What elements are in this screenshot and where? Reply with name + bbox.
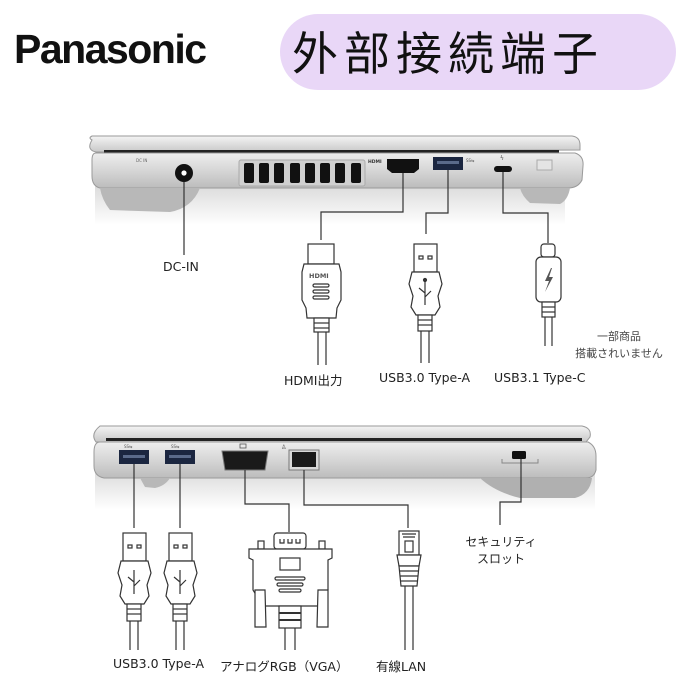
security-line-1: セキュリティ (465, 535, 537, 549)
hdmi-port-icon: HDMI (368, 159, 419, 173)
svg-text:DC IN: DC IN (136, 158, 147, 163)
title-pill (280, 14, 676, 90)
laptop-right-side (93, 425, 597, 510)
label-security-slot: セキュリティ スロット (456, 534, 546, 568)
note-line-1: 一部商品 (597, 330, 641, 343)
rj45-connector-icon (396, 530, 422, 650)
label-dc-in: DC-IN (163, 259, 199, 274)
svg-text:SS⇆: SS⇆ (466, 158, 475, 163)
hdmi-connector-icon: HDMI (301, 243, 342, 365)
security-line-2: スロット (476, 552, 525, 566)
usb-a-connector-icon (408, 243, 443, 363)
svg-text:HDMI: HDMI (309, 272, 329, 280)
svg-text:SS⇆: SS⇆ (124, 444, 133, 449)
air-vent-icon (238, 159, 366, 187)
note-line-2: 搭載されいません (575, 347, 663, 360)
leader-lines-top (183, 170, 549, 255)
laptop-left-side: DC IN (89, 135, 584, 225)
leader-lines-bottom (133, 459, 522, 532)
usb-a-port-2-icon: SS⇆ (165, 444, 195, 464)
note-usb-c: 一部商品 搭載されいません (560, 328, 678, 362)
vga-connector-icon (248, 532, 333, 650)
panasonic-logo: Panasonic (14, 26, 207, 72)
svg-text:HDMI: HDMI (368, 159, 382, 165)
svg-text:ϟ: ϟ (500, 155, 504, 162)
label-vga: アナログRGB（VGA） (220, 659, 349, 674)
usb-a-port-1-icon: SS⇆ (119, 444, 149, 464)
label-lan: 有線LAN (376, 659, 427, 674)
slot-cover-icon (536, 159, 553, 171)
usb-c-thunderbolt-connector-icon (535, 243, 562, 346)
security-slot-icon (501, 451, 539, 464)
dc-jack-icon (175, 164, 193, 182)
usb-a-connector-icon (163, 532, 198, 650)
label-usb-a-top: USB3.0 Type-A (379, 370, 471, 385)
usb-a-port-icon: SS⇆ (433, 157, 475, 170)
label-usb-c: USB3.1 Type-C (494, 370, 586, 385)
svg-text:♙: ♙ (281, 444, 286, 451)
svg-text:SS⇆: SS⇆ (171, 444, 180, 449)
label-usb-a-bottom: USB3.0 Type-A (113, 656, 205, 671)
vga-port-icon (221, 443, 269, 471)
usb-a-connector-icon (117, 532, 152, 650)
page-title: 外部接続端子 (292, 27, 604, 81)
usb-c-port-icon: ϟ (494, 155, 512, 172)
label-hdmi: HDMI出力 (284, 373, 343, 388)
